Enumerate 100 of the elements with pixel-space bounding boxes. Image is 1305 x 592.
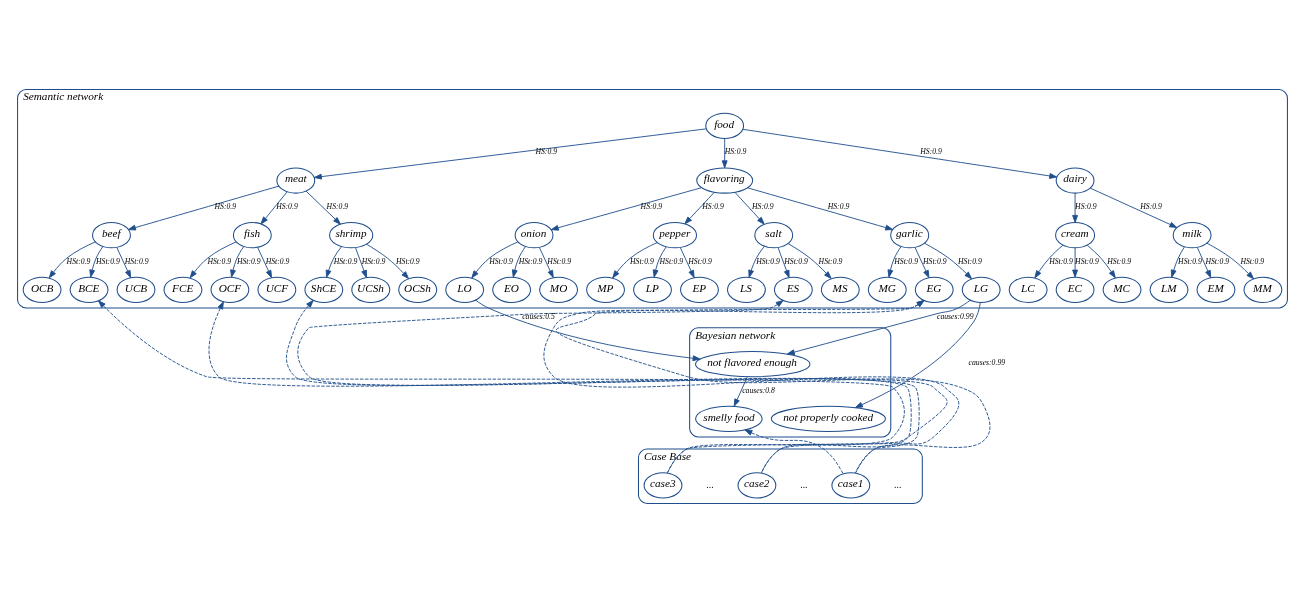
arrow <box>230 245 245 278</box>
arrow <box>652 245 667 278</box>
edge-label: HS:0.9 <box>724 146 747 156</box>
edge-label: HSt:0.9 <box>1107 256 1132 266</box>
arrow <box>1170 246 1185 278</box>
node-ellipse: meat <box>276 166 316 194</box>
edge-label: HSt:0.9 <box>547 256 572 266</box>
edge-label: HSt:0.9 <box>756 256 780 266</box>
node-ellipse: MM <box>1243 276 1283 303</box>
edge-label: HS:0.9 <box>1075 201 1097 211</box>
node-ellipse: FCE <box>163 276 203 303</box>
arrow <box>684 191 715 224</box>
node-ellipse: pepper <box>652 221 698 248</box>
arrow <box>1089 187 1178 228</box>
arrow <box>786 299 971 355</box>
edge-label: causes:0.8 <box>742 385 775 395</box>
arrow <box>914 246 930 278</box>
node-ellipse: case2 <box>737 471 777 498</box>
node-ellipse: EC <box>1055 276 1095 303</box>
node-ellipse: ES <box>773 276 813 303</box>
edge-label: HSt:0.9 <box>96 256 120 266</box>
edge-label: HSt:0.9 <box>333 256 358 266</box>
arrow <box>325 245 343 278</box>
edge-label: HSt:0.9 <box>66 256 91 266</box>
arrow <box>612 241 658 278</box>
node-ellipse: BCE <box>69 276 109 303</box>
edge-label: HSt:0.9 <box>518 256 543 266</box>
node-ellipse: ShCE <box>304 276 344 303</box>
arrow <box>747 186 894 230</box>
edge-label: HSt:0.9 <box>1240 256 1265 266</box>
node-ellipse: cream <box>1055 221 1096 248</box>
arrow <box>550 186 703 231</box>
arrow <box>538 246 554 278</box>
edge-label: HS:0.9 <box>326 201 349 211</box>
node-ellipse: LM <box>1149 276 1189 303</box>
arrow <box>511 245 526 278</box>
arrow <box>1196 246 1212 278</box>
edge-label: HS:0.9 <box>276 201 298 211</box>
edge-label: HSt:0.9 <box>894 256 918 266</box>
node-ellipse: UCSh <box>351 276 391 303</box>
node-ellipse: fish <box>232 221 272 248</box>
edge-label: HSt:0.9 <box>361 256 386 266</box>
arrow <box>257 246 272 278</box>
node-ellipse: case3 <box>643 471 683 498</box>
edge-label: HSt:0.9 <box>818 256 843 266</box>
node-ellipse: milk <box>1172 221 1212 248</box>
node-ellipse: LG <box>961 276 1001 303</box>
arrow <box>744 428 844 474</box>
node-ellipse: OCSh <box>398 276 438 303</box>
node-ellipse: MC <box>1102 276 1142 303</box>
edge-label: HSt:0.9 <box>1205 256 1230 266</box>
node-ellipse: smelly food <box>695 405 763 432</box>
edge-label: HSt:0.9 <box>124 256 149 266</box>
edge-label: HS:0.9 <box>214 201 237 211</box>
node-ellipse: garlic <box>890 221 930 248</box>
arrow <box>679 246 695 278</box>
node-ellipse: not properly cooked <box>770 405 886 432</box>
node-ellipse: EG <box>914 276 954 303</box>
arrow <box>305 190 341 225</box>
arrow <box>777 246 790 278</box>
node-ellipse: MG <box>867 276 907 303</box>
edge-label: HSt:0.9 <box>1049 256 1073 266</box>
edge-label: HS:0.9 <box>535 146 558 156</box>
arrow <box>923 242 973 279</box>
arrow <box>355 246 367 278</box>
arrow <box>887 245 902 278</box>
edge-label: HS:0.9 <box>702 201 724 211</box>
node-ellipse: LP <box>633 276 672 303</box>
node-label: ... <box>800 478 808 490</box>
node-ellipse: dairy <box>1055 166 1095 194</box>
edge-label: HSt:0.9 <box>630 256 654 266</box>
node-ellipse: OCF <box>210 276 250 303</box>
edge-label: HSt:0.9 <box>236 256 261 266</box>
edge-label: HSt:0.9 <box>784 256 808 266</box>
node-ellipse: LC <box>1008 276 1048 303</box>
arrow <box>471 240 519 278</box>
edge-label: HS:0.9 <box>752 201 774 211</box>
edge-label: HSt:0.9 <box>489 256 513 266</box>
arrow <box>1034 244 1064 278</box>
edge-label: HSt:0.9 <box>1178 256 1202 266</box>
edge-label: HS:0.9 <box>920 146 942 156</box>
node-ellipse: beef <box>92 221 131 248</box>
node-ellipse: MO <box>539 276 579 303</box>
arrow <box>742 128 1058 179</box>
node-ellipse: shrimp <box>329 221 374 248</box>
node-ellipse: UCB <box>116 276 156 303</box>
arrow <box>787 242 832 279</box>
edge-label: HSt:0.9 <box>923 256 947 266</box>
node-ellipse: EM <box>1196 276 1236 303</box>
arrow <box>260 191 288 224</box>
arrow <box>1086 244 1116 278</box>
node-ellipse: OCB <box>22 276 62 303</box>
arrow <box>89 245 104 278</box>
node-ellipse: MP <box>586 276 625 303</box>
arrow <box>128 185 280 230</box>
edge-label: HS:0.9 <box>1140 201 1162 211</box>
node-ellipse: EO <box>492 276 532 303</box>
arrow <box>854 301 981 408</box>
arrow <box>748 245 765 278</box>
arrow <box>734 191 765 225</box>
